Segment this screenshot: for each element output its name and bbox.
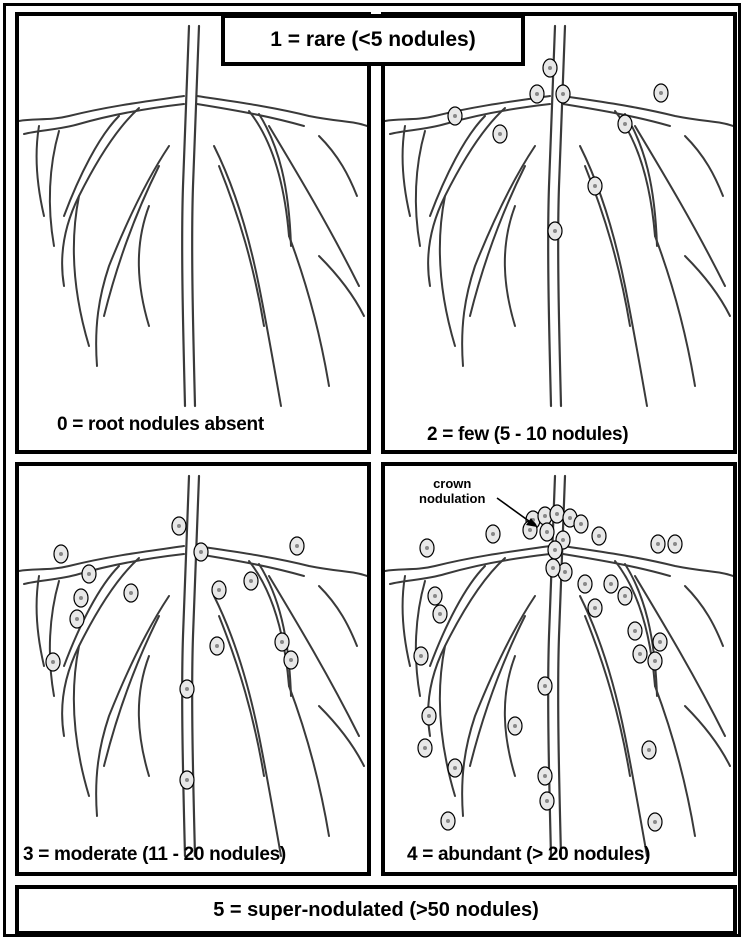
panel-rating-3: 3 = moderate (11 - 20 nodules) [15,462,371,876]
root-branch [548,26,555,406]
root-branch [197,546,367,576]
root-branch [430,116,485,216]
nodule-texture [59,552,63,556]
root-branch [96,596,169,816]
panel-label: 3 = moderate (11 - 20 nodules) [23,844,286,866]
root-branch [462,146,535,366]
root-branch [269,576,359,736]
root-branch [50,131,59,246]
panel-rating-0: 0 = root nodules absent [15,12,371,454]
root-lines [385,26,733,406]
root-lines [19,26,367,406]
root-branch [505,206,515,326]
nodule-texture [295,544,299,548]
annotation-arrow [385,466,733,872]
root-branch [319,136,357,196]
root-branch [269,126,359,286]
root-branch [563,104,670,126]
root-branch [139,656,149,776]
nodule-texture [535,92,539,96]
root-branch [403,126,410,216]
nodule-texture [87,572,91,576]
scale-box-rating-5: 5 = super-nodulated (>50 nodules) [15,885,737,935]
root-system-drawing [19,16,367,450]
panel-rating-2: 2 = few (5 - 10 nodules) [381,12,737,454]
root-branch [289,236,329,386]
root-branch [182,26,189,406]
panel-label: 4 = abundant (> 20 nodules) [407,844,650,866]
root-branch [50,581,59,696]
root-branch [219,616,264,776]
nodule-texture [199,550,203,554]
nodule-texture [548,66,552,70]
root-branch [37,126,44,216]
root-branch [104,166,159,316]
nodule-texture [51,660,55,664]
nodule-texture [177,524,181,528]
root-lines [19,476,367,856]
root-branch [470,166,525,316]
root-branch [197,96,367,126]
root-branch [558,26,565,406]
root-branch [563,96,733,126]
nodule-texture [659,91,663,95]
nodule-texture [129,591,133,595]
nodule-texture [498,132,502,136]
root-branch [440,196,455,346]
nodule-texture [75,617,79,621]
root-branch [319,256,364,316]
root-branch [192,476,199,856]
root-branch [214,146,281,406]
root-branch [685,136,723,196]
nodule-texture [217,588,221,592]
nodule-texture [185,778,189,782]
nodule-texture [215,644,219,648]
scale-box-rating-1: 1 = rare (<5 nodules) [221,14,525,66]
nodule-texture [280,640,284,644]
root-branch [74,196,89,346]
nodule-texture [561,92,565,96]
root-branch [319,586,357,646]
root-branch [96,146,169,366]
root-branch [319,706,364,766]
nodule-texture [79,596,83,600]
root-branch [214,596,281,856]
root-system-drawing [19,466,367,872]
root-branch [416,131,425,246]
root-branch [104,616,159,766]
panel-rating-4: crown nodulation 4 = abundant (> 20 nodu… [381,462,737,876]
root-branch [655,236,695,386]
root-branch [139,206,149,326]
nodule-texture [623,122,627,126]
root-branch [289,686,329,836]
panel-label: 2 = few (5 - 10 nodules) [427,424,628,446]
nodule-texture [593,184,597,188]
root-branch [219,166,264,326]
root-branch [64,116,119,216]
root-branch [37,576,44,666]
root-branch [74,646,89,796]
nodule-texture [289,658,293,662]
root-branch [635,126,725,286]
root-branch [192,26,199,406]
nodule-texture [185,687,189,691]
nodule-texture [249,579,253,583]
nodule-texture [453,114,457,118]
root-system-drawing [385,16,733,450]
panel-label: 0 = root nodules absent [57,414,264,436]
root-branch [197,104,304,126]
nodule-texture [553,229,557,233]
root-branch [685,256,730,316]
